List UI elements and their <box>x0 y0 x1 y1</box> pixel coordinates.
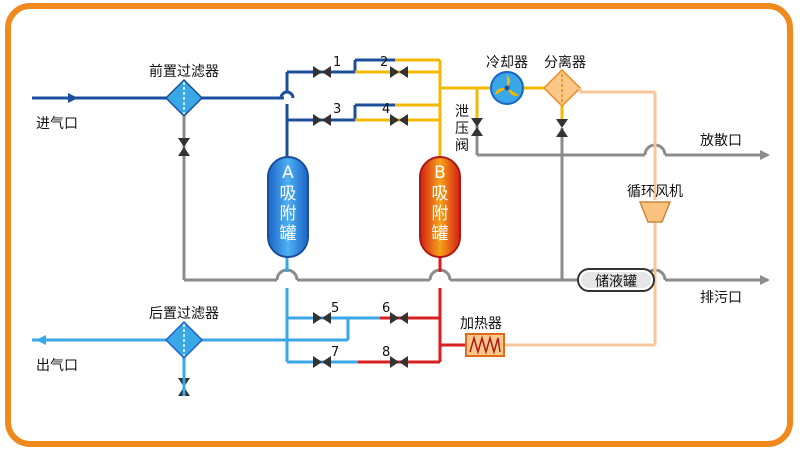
tank-a-letter: A <box>282 163 294 183</box>
relief-valve-char-3: 阀 <box>455 138 469 154</box>
valve-1-label: 1 <box>333 55 341 70</box>
valve-6-label: 6 <box>382 301 390 316</box>
tank-b-char-2: 附 <box>432 204 449 224</box>
separator-label: 分离器 <box>544 54 586 71</box>
yellow-pipes <box>355 58 490 160</box>
adsorption-tank-a[interactable] <box>267 156 309 258</box>
outlet-label: 出气口 <box>36 358 78 374</box>
tank-b-char-1: 吸 <box>432 184 449 204</box>
blue-crossing-bridge <box>279 90 295 99</box>
relief-valve-char-2: 压 <box>455 121 469 137</box>
heater-icon[interactable] <box>465 333 505 357</box>
fan-label: 循环风机 <box>627 184 683 200</box>
pre-filter-icon[interactable] <box>164 78 204 138</box>
valve-5[interactable] <box>313 312 331 324</box>
outer-frame <box>5 3 793 447</box>
tank-a-char-3: 罐 <box>280 224 297 244</box>
cooler-fan-icon[interactable] <box>490 71 524 105</box>
adsorption-tank-b[interactable] <box>419 156 461 258</box>
tank-a-char-2: 附 <box>280 204 297 224</box>
tank-b-letter: B <box>434 163 446 183</box>
valve-3[interactable] <box>313 114 331 126</box>
separator-icon[interactable] <box>542 68 582 108</box>
valve-1[interactable] <box>313 66 331 78</box>
post-filter-label: 后置过滤器 <box>149 306 219 322</box>
valve-5-label: 5 <box>331 301 339 316</box>
light-blue-pipes <box>32 255 380 364</box>
drain-arrow-icon <box>760 275 770 285</box>
tank-b-char-3: 罐 <box>432 224 449 244</box>
heater-label: 加热器 <box>460 316 502 332</box>
valve-8-label: 8 <box>382 345 390 360</box>
pre-filter-drain-valve[interactable] <box>178 138 190 156</box>
valve-4[interactable] <box>390 114 408 126</box>
valve-2-label: 2 <box>380 55 388 70</box>
cooler-label: 冷却器 <box>486 55 528 71</box>
inlet-arrow-icon <box>68 93 78 103</box>
valve-7[interactable] <box>313 356 331 368</box>
post-filter-icon[interactable] <box>164 320 204 360</box>
circulation-fan-icon[interactable] <box>638 201 672 223</box>
valve-8[interactable] <box>390 356 408 368</box>
relief-valve-char-1: 泄 <box>455 104 469 120</box>
separator-drain-valve[interactable] <box>556 119 568 137</box>
liquid-tank[interactable] <box>577 268 655 292</box>
valve-4-label: 4 <box>382 102 390 117</box>
peach-pipes <box>505 90 657 347</box>
dark-blue-pipes <box>32 58 395 160</box>
drain-label: 排污口 <box>700 290 742 306</box>
tank-a-char-1: 吸 <box>280 184 297 204</box>
valve-3-label: 3 <box>333 102 341 117</box>
valve-2[interactable] <box>390 66 408 78</box>
pre-filter-label: 前置过滤器 <box>149 63 219 80</box>
valve-7-label: 7 <box>331 345 339 360</box>
outlet-arrow-icon <box>36 335 46 345</box>
vent-label: 放散口 <box>700 133 742 149</box>
vent-arrow-icon <box>760 150 770 160</box>
relief-valve[interactable] <box>471 118 483 136</box>
inlet-label: 进气口 <box>36 116 78 132</box>
liquid-tank-label: 储液罐 <box>595 274 637 290</box>
valve-6[interactable] <box>390 312 408 324</box>
